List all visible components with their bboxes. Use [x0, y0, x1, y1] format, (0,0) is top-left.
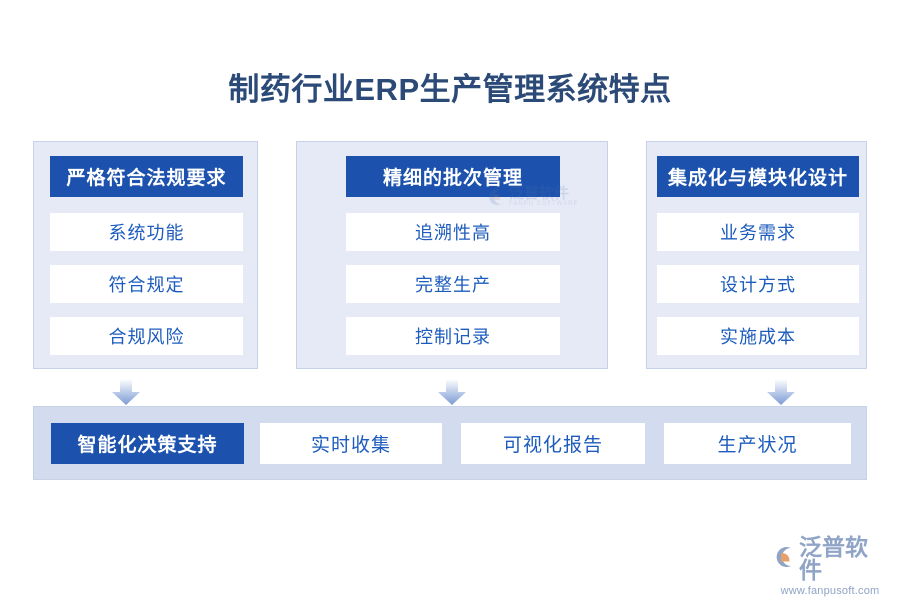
brand-logo-url: www.fanpusoft.com	[780, 585, 880, 597]
column-2-header: 精细的批次管理	[346, 156, 560, 197]
arrow-down-icon	[766, 379, 796, 406]
column-1-header: 严格符合法规要求	[50, 156, 243, 197]
column-1-item-3: 合规风险	[50, 317, 243, 355]
column-1-item-1: 系统功能	[50, 213, 243, 251]
feature-column-3: 集成化与模块化设计 业务需求 设计方式 实施成本	[646, 141, 867, 369]
brand-logo: 泛普软件 www.fanpusoft.com	[770, 534, 890, 597]
summary-row-panel: 智能化决策支持 实时收集 可视化报告 生产状况	[33, 406, 867, 480]
summary-item-3: 生产状况	[664, 423, 851, 464]
page-title: 制药行业ERP生产管理系统特点	[228, 72, 672, 107]
column-3-item-3: 实施成本	[657, 317, 859, 355]
column-3-item-2: 设计方式	[657, 265, 859, 303]
feature-column-1: 严格符合法规要求 系统功能 符合规定 合规风险	[33, 141, 258, 369]
fanpu-logo-icon	[770, 544, 796, 575]
column-2-item-3: 控制记录	[346, 317, 560, 355]
summary-item-2: 可视化报告	[461, 423, 645, 464]
column-1-item-2: 符合规定	[50, 265, 243, 303]
summary-item-1: 实时收集	[260, 423, 442, 464]
summary-lead-cell: 智能化决策支持	[51, 423, 244, 464]
column-2-item-2: 完整生产	[346, 265, 560, 303]
column-3-header: 集成化与模块化设计	[657, 156, 859, 197]
arrow-down-icon	[111, 379, 141, 406]
column-3-item-1: 业务需求	[657, 213, 859, 251]
column-2-item-1: 追溯性高	[346, 213, 560, 251]
arrow-down-icon	[437, 379, 467, 406]
feature-column-2: 精细的批次管理 追溯性高 完整生产 控制记录	[296, 141, 608, 369]
brand-logo-text: 泛普软件	[799, 534, 868, 583]
